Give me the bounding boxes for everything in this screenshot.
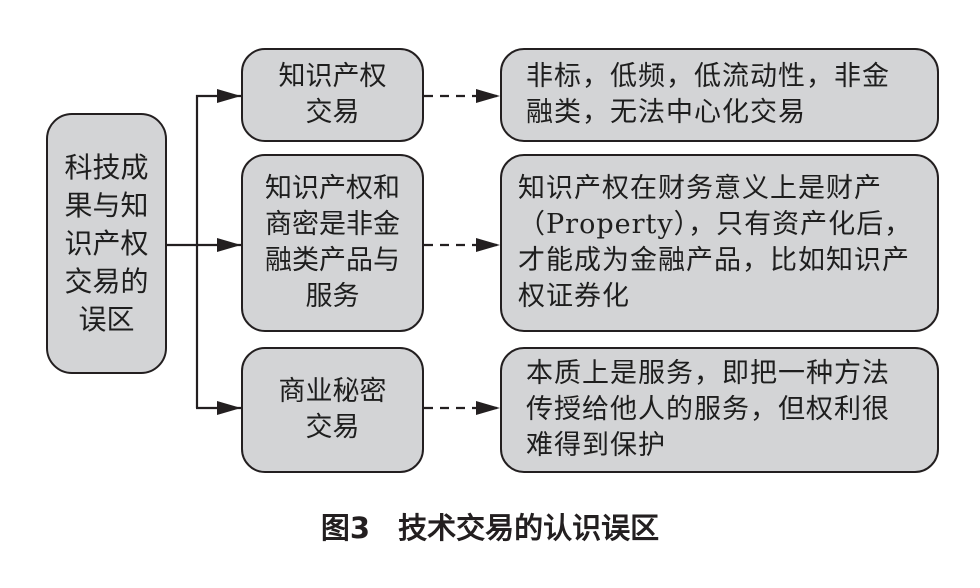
branch-node-ip-trade: 知识产权交易 bbox=[241, 48, 424, 142]
branch-node-non-financial: 知识产权和商密是非金融类产品与服务 bbox=[241, 154, 424, 332]
figure-caption: 图3 技术交易的认识误区 bbox=[0, 505, 980, 547]
root-node-label: 科技成果与知识产权交易的误区 bbox=[64, 150, 149, 336]
explanation-text: 非标，低频，低流动性，非金融类，无法中心化交易 bbox=[526, 61, 890, 128]
root-node: 科技成果与知识产权交易的误区 bbox=[46, 113, 167, 374]
explanation-node-trade-secret: 本质上是服务，即把一种方法传授给他人的服务，但权利很难得到保护 bbox=[500, 347, 939, 473]
branch-node-label: 知识产权和商密是非金融类产品与服务 bbox=[265, 173, 400, 312]
figure-title: 技术交易的认识误区 bbox=[398, 511, 660, 545]
branch-node-label: 商业秘密交易 bbox=[278, 376, 387, 443]
explanation-text: 本质上是服务，即把一种方法传授给他人的服务，但权利很难得到保护 bbox=[526, 358, 890, 461]
explanation-node-ip-trade: 非标，低频，低流动性，非金融类，无法中心化交易 bbox=[500, 48, 939, 142]
branch-node-trade-secret: 商业秘密交易 bbox=[241, 347, 424, 473]
explanation-text: 知识产权在财务意义上是财产（Property），只有资产化后，才能成为金融产品，… bbox=[518, 173, 913, 312]
explanation-node-non-financial: 知识产权在财务意义上是财产（Property），只有资产化后，才能成为金融产品，… bbox=[500, 154, 939, 332]
branch-node-label: 知识产权交易 bbox=[278, 61, 387, 128]
figure-number: 图3 bbox=[320, 511, 371, 545]
